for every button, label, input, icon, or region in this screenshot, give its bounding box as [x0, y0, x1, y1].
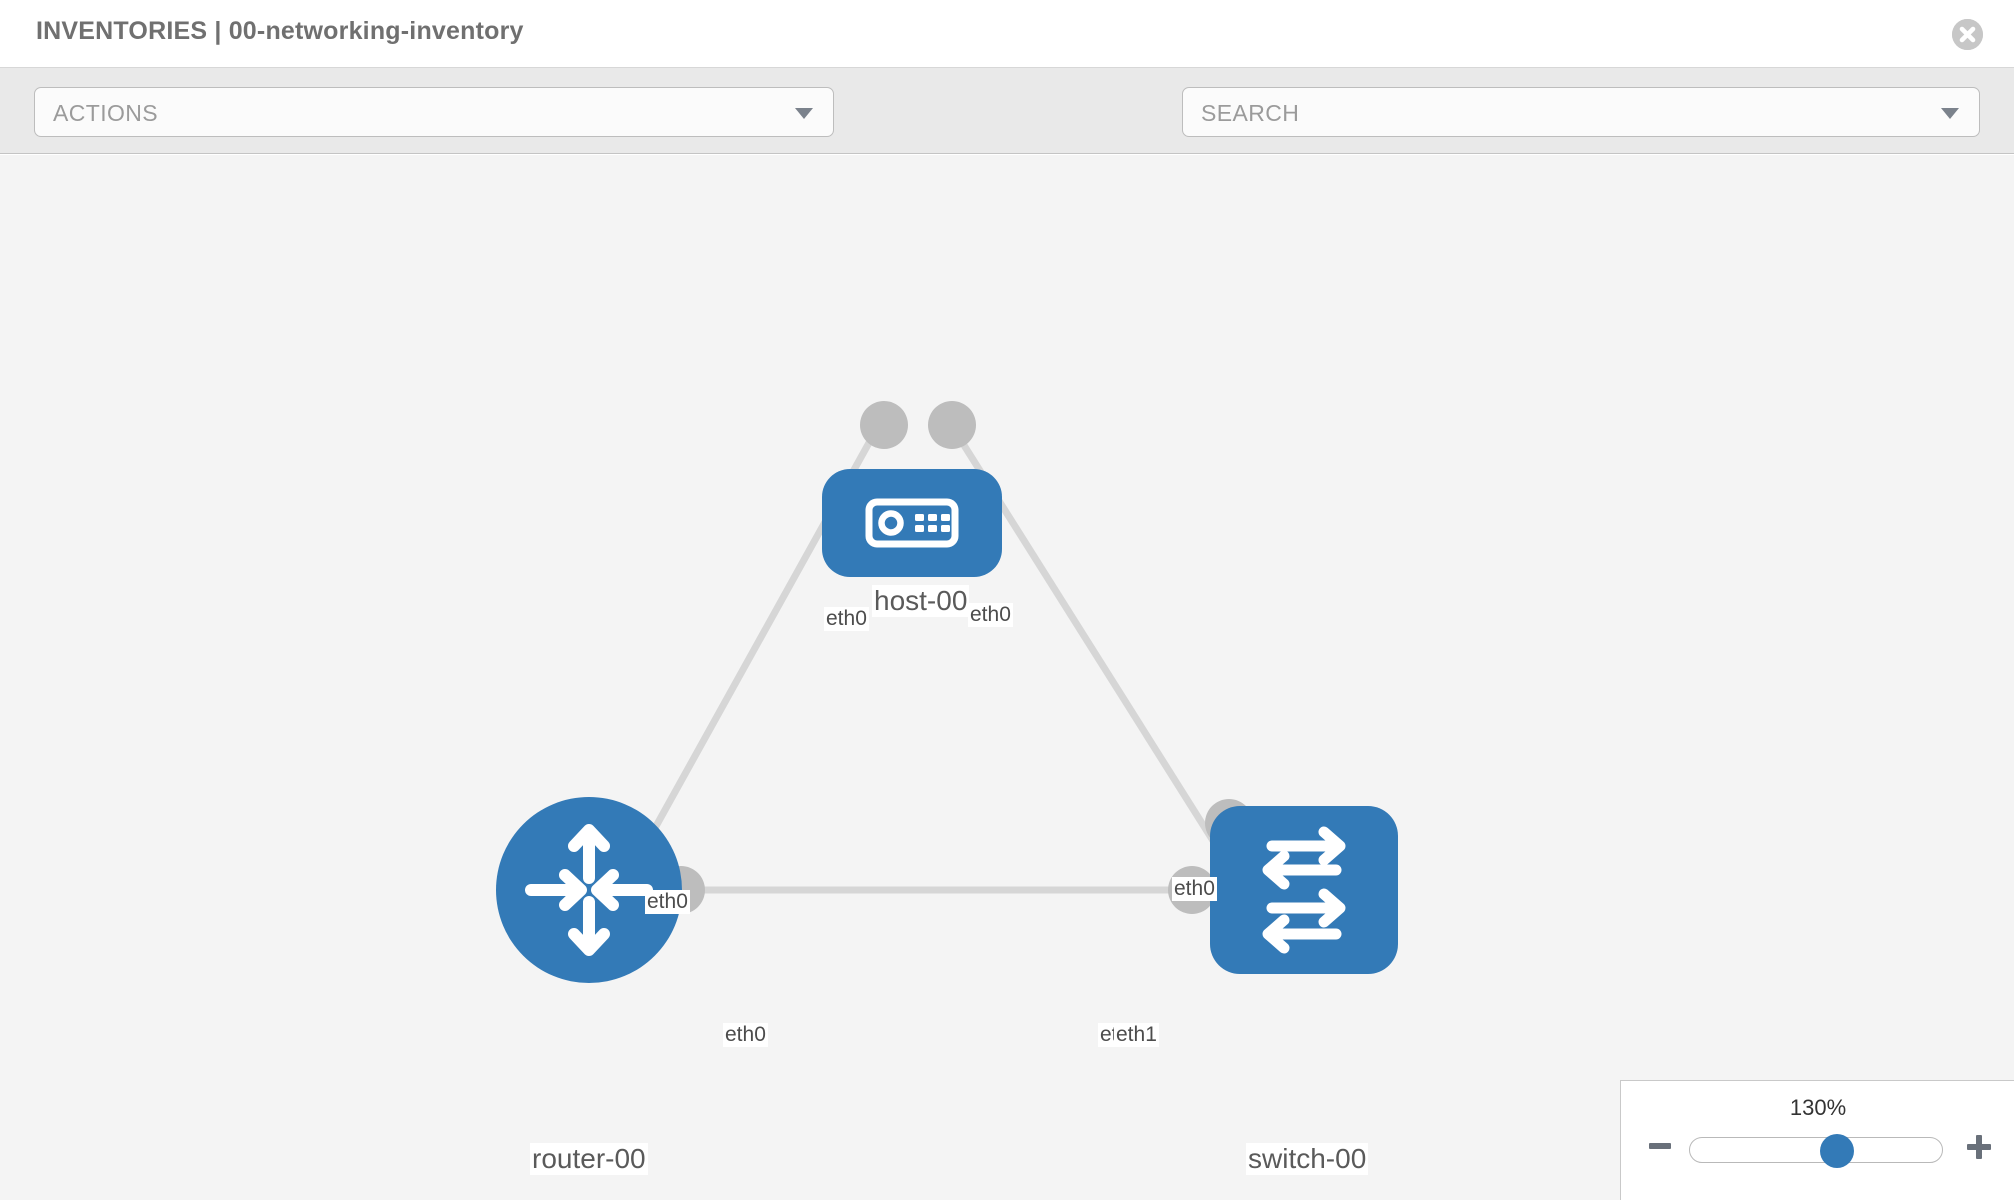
- zoom-slider-track[interactable]: [1689, 1134, 1943, 1168]
- search-input-value: SEARCH: [1201, 100, 1300, 126]
- topology-canvas[interactable]: host-00 router-00 switch-00 eth0 eth0 et…: [0, 155, 2014, 1200]
- connector-host00-eth0-left[interactable]: [860, 401, 908, 449]
- chevron-down-icon: [795, 108, 813, 119]
- node-host-00[interactable]: [822, 469, 1002, 577]
- toolbar: ACTIONS SEARCH: [0, 68, 2014, 194]
- iface-label-router00-eth0: eth0: [723, 1023, 768, 1048]
- node-label-switch-00: switch-00: [1246, 1143, 1369, 1176]
- actions-dropdown[interactable]: ACTIONS: [34, 87, 834, 137]
- iface-label-switch00-eth1: eth1: [1114, 1023, 1159, 1048]
- node-label-router-00: router-00: [530, 1143, 648, 1176]
- zoom-out-icon[interactable]: [1649, 1143, 1671, 1149]
- zoom-slider-thumb[interactable]: [1819, 1134, 1854, 1168]
- node-label-host-00: host-00: [872, 585, 970, 618]
- node-switch-00[interactable]: [1210, 806, 1398, 974]
- actions-dropdown-label: ACTIONS: [53, 100, 159, 126]
- zoom-percent-label: 130%: [1789, 1095, 1847, 1120]
- zoom-control-panel: 130%: [1620, 1080, 2014, 1200]
- iface-label-router00-eth0-uplink: eth0: [645, 890, 690, 915]
- iface-label-host00-eth0-left: eth0: [824, 607, 869, 632]
- page-title: INVENTORIES | 00-networking-inventory: [36, 17, 524, 45]
- iface-label-switch00-eth0-uplink: eth0: [1172, 877, 1217, 902]
- zoom-in-icon[interactable]: [1967, 1135, 1991, 1159]
- switch-arrows-icon: [1262, 826, 1346, 954]
- router-arrows-icon: [525, 824, 653, 956]
- chevron-down-icon: [1941, 108, 1959, 119]
- search-input[interactable]: SEARCH: [1182, 87, 1980, 137]
- page-header: INVENTORIES | 00-networking-inventory: [0, 0, 2014, 68]
- connector-host00-eth0-right[interactable]: [928, 401, 976, 449]
- topology-graph: [496, 401, 1398, 983]
- close-icon[interactable]: [1952, 19, 1983, 50]
- node-router-00[interactable]: [496, 797, 682, 983]
- iface-label-host00-eth0-right: eth0: [968, 603, 1013, 628]
- server-icon: [865, 498, 959, 548]
